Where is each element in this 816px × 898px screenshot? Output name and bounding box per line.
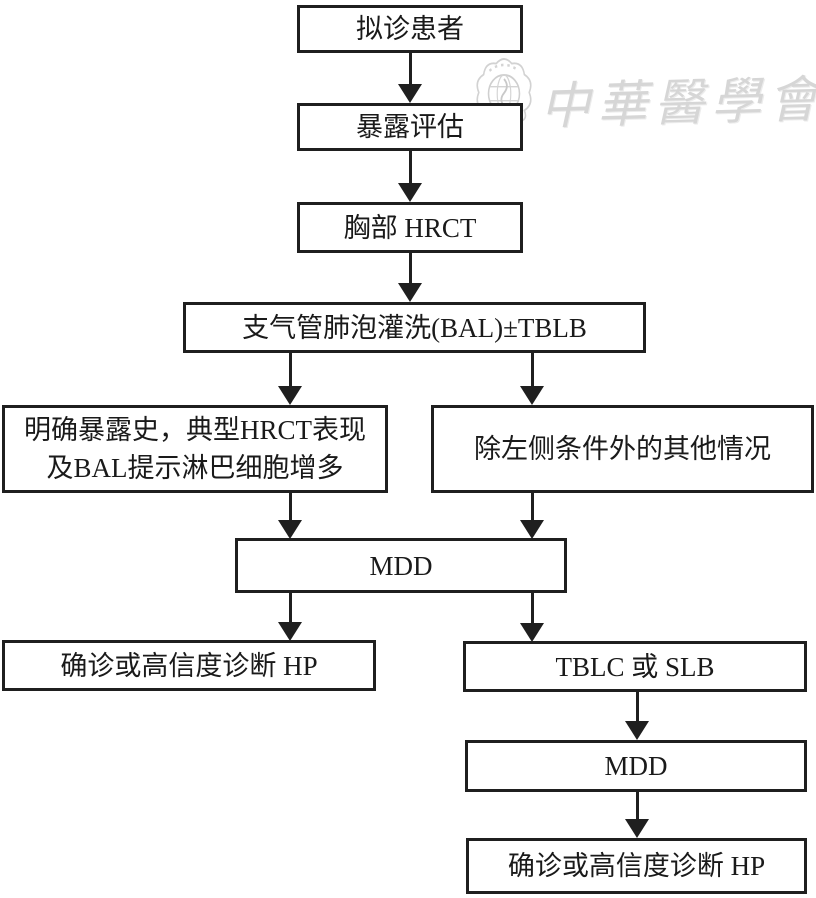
arrow-other-situations-to-mdd [520,493,544,539]
node-confirmed-hp-right: 确诊或高信度诊断 HP [466,838,807,894]
arrow-mdd2-to-confirmed-right [625,792,649,838]
arrow-shaft [530,593,534,623]
arrow-shaft [635,792,639,819]
node-confirmed-hp-left-label: 确诊或高信度诊断 HP [60,650,318,681]
node-suspected-patient-label: 拟诊患者 [356,14,464,44]
node-bal-tblb: 支气管肺泡灌洗(BAL)±TBLB [183,302,646,353]
node-clear-exposure-criteria: 明确暴露史，典型HRCT表现及BAL提示淋巴细胞增多 [2,405,388,493]
arrow-shaft [288,493,292,520]
node-mdd-second-label: MDD [604,751,668,781]
node-other-situations: 除左侧条件外的其他情况 [431,405,814,493]
arrow-hrct-to-bal [398,253,422,302]
node-chest-hrct-label: 胸部 HRCT [343,212,477,243]
node-tblc-slb: TBLC 或 SLB [463,641,807,692]
node-confirmed-hp-left: 确诊或高信度诊断 HP [2,640,376,691]
node-suspected-patient: 拟诊患者 [297,5,523,53]
arrow-bal-to-other-situations [520,353,544,405]
arrow-head-icon [278,622,302,641]
arrow-head-icon [398,183,422,202]
node-clear-exposure-criteria-label: 明确暴露史，典型HRCT表现及BAL提示淋巴细胞增多 [23,415,366,483]
arrow-shaft [530,353,534,386]
arrow-head-icon [398,84,422,103]
node-mdd-first-label: MDD [369,550,433,581]
arrow-shaft [408,151,412,183]
node-mdd-second: MDD [465,740,807,792]
node-exposure-assessment: 暴露评估 [297,103,523,151]
node-bal-tblb-label: 支气管肺泡灌洗(BAL)±TBLB [242,312,587,343]
arrow-head-icon [520,520,544,539]
arrow-head-icon [520,386,544,405]
node-chest-hrct: 胸部 HRCT [297,202,523,253]
arrow-shaft [635,692,639,721]
arrow-left-criteria-to-mdd [278,493,302,539]
arrow-exposure-to-hrct [398,151,422,202]
arrow-shaft [530,493,534,520]
arrow-shaft [288,593,292,622]
arrow-head-icon [625,721,649,740]
node-confirmed-hp-right-label: 确诊或高信度诊断 HP [507,851,766,881]
arrow-tblc-to-mdd2 [625,692,649,740]
arrow-shaft [408,53,412,84]
arrow-shaft [408,253,412,283]
node-other-situations-label: 除左侧条件外的其他情况 [474,434,771,464]
arrow-bal-to-left-criteria [278,353,302,405]
arrow-shaft [288,353,292,386]
arrow-head-icon [520,623,544,642]
arrow-mdd-to-confirmed-left [278,593,302,641]
node-mdd-first: MDD [235,538,567,593]
arrow-head-icon [278,386,302,405]
medical-association-watermark-text: 中華醫學會 [539,71,816,135]
node-tblc-slb-label: TBLC 或 SLB [555,651,715,682]
arrow-head-icon [278,520,302,539]
arrow-head-icon [398,283,422,302]
arrow-mdd-to-tblc [520,593,544,642]
arrow-head-icon [625,819,649,838]
node-exposure-assessment-label: 暴露评估 [356,112,464,142]
arrow-suspected-to-exposure [398,53,422,103]
